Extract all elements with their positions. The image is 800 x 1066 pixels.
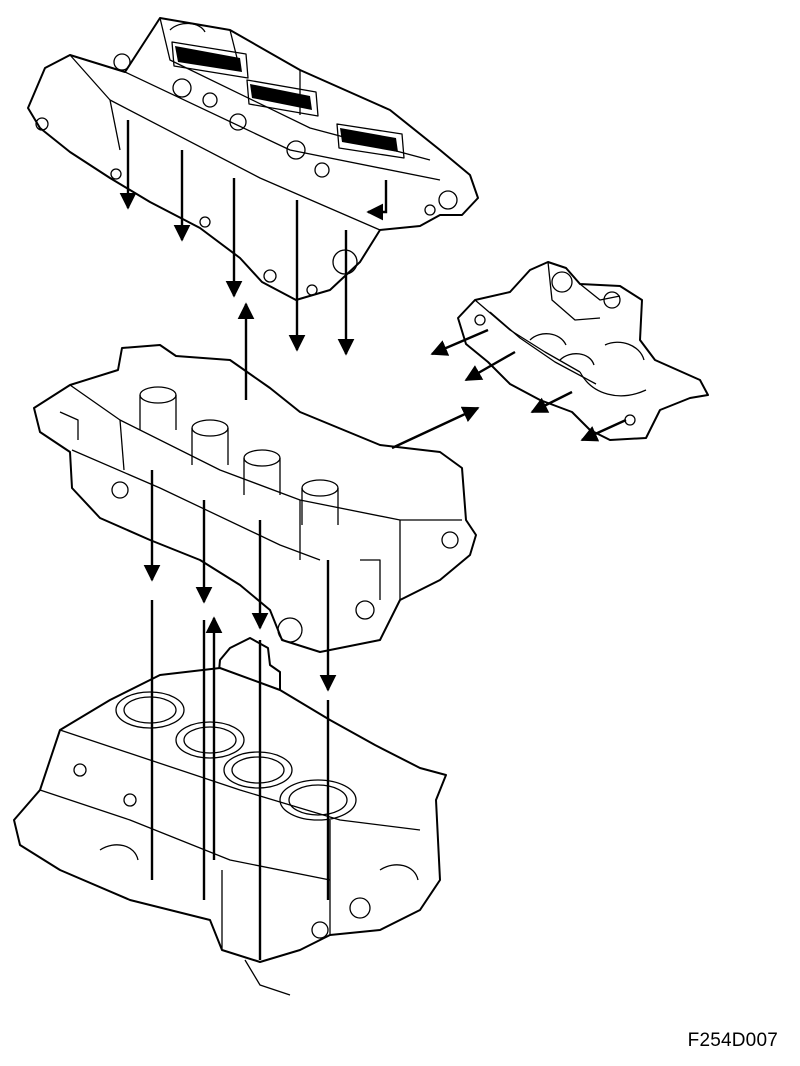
arrow-head-to-manifold	[391, 406, 480, 450]
arrow-manifold-to-head	[580, 418, 627, 442]
coil-slot	[171, 41, 249, 79]
figure-code: F254D007	[687, 1030, 778, 1051]
assembly-arrows	[119, 120, 627, 960]
arrow-cover-corner	[366, 180, 388, 221]
coil-slot	[336, 123, 405, 159]
arrow-manifold-to-head	[464, 350, 516, 382]
cam-cover	[27, 17, 479, 301]
intake-manifold	[457, 261, 709, 441]
engine-block	[13, 637, 447, 996]
cylinder-head	[33, 344, 477, 653]
arrow-manifold-to-head	[530, 390, 573, 414]
arrow-manifold-to-head	[430, 328, 489, 356]
coil-slot	[246, 79, 319, 117]
